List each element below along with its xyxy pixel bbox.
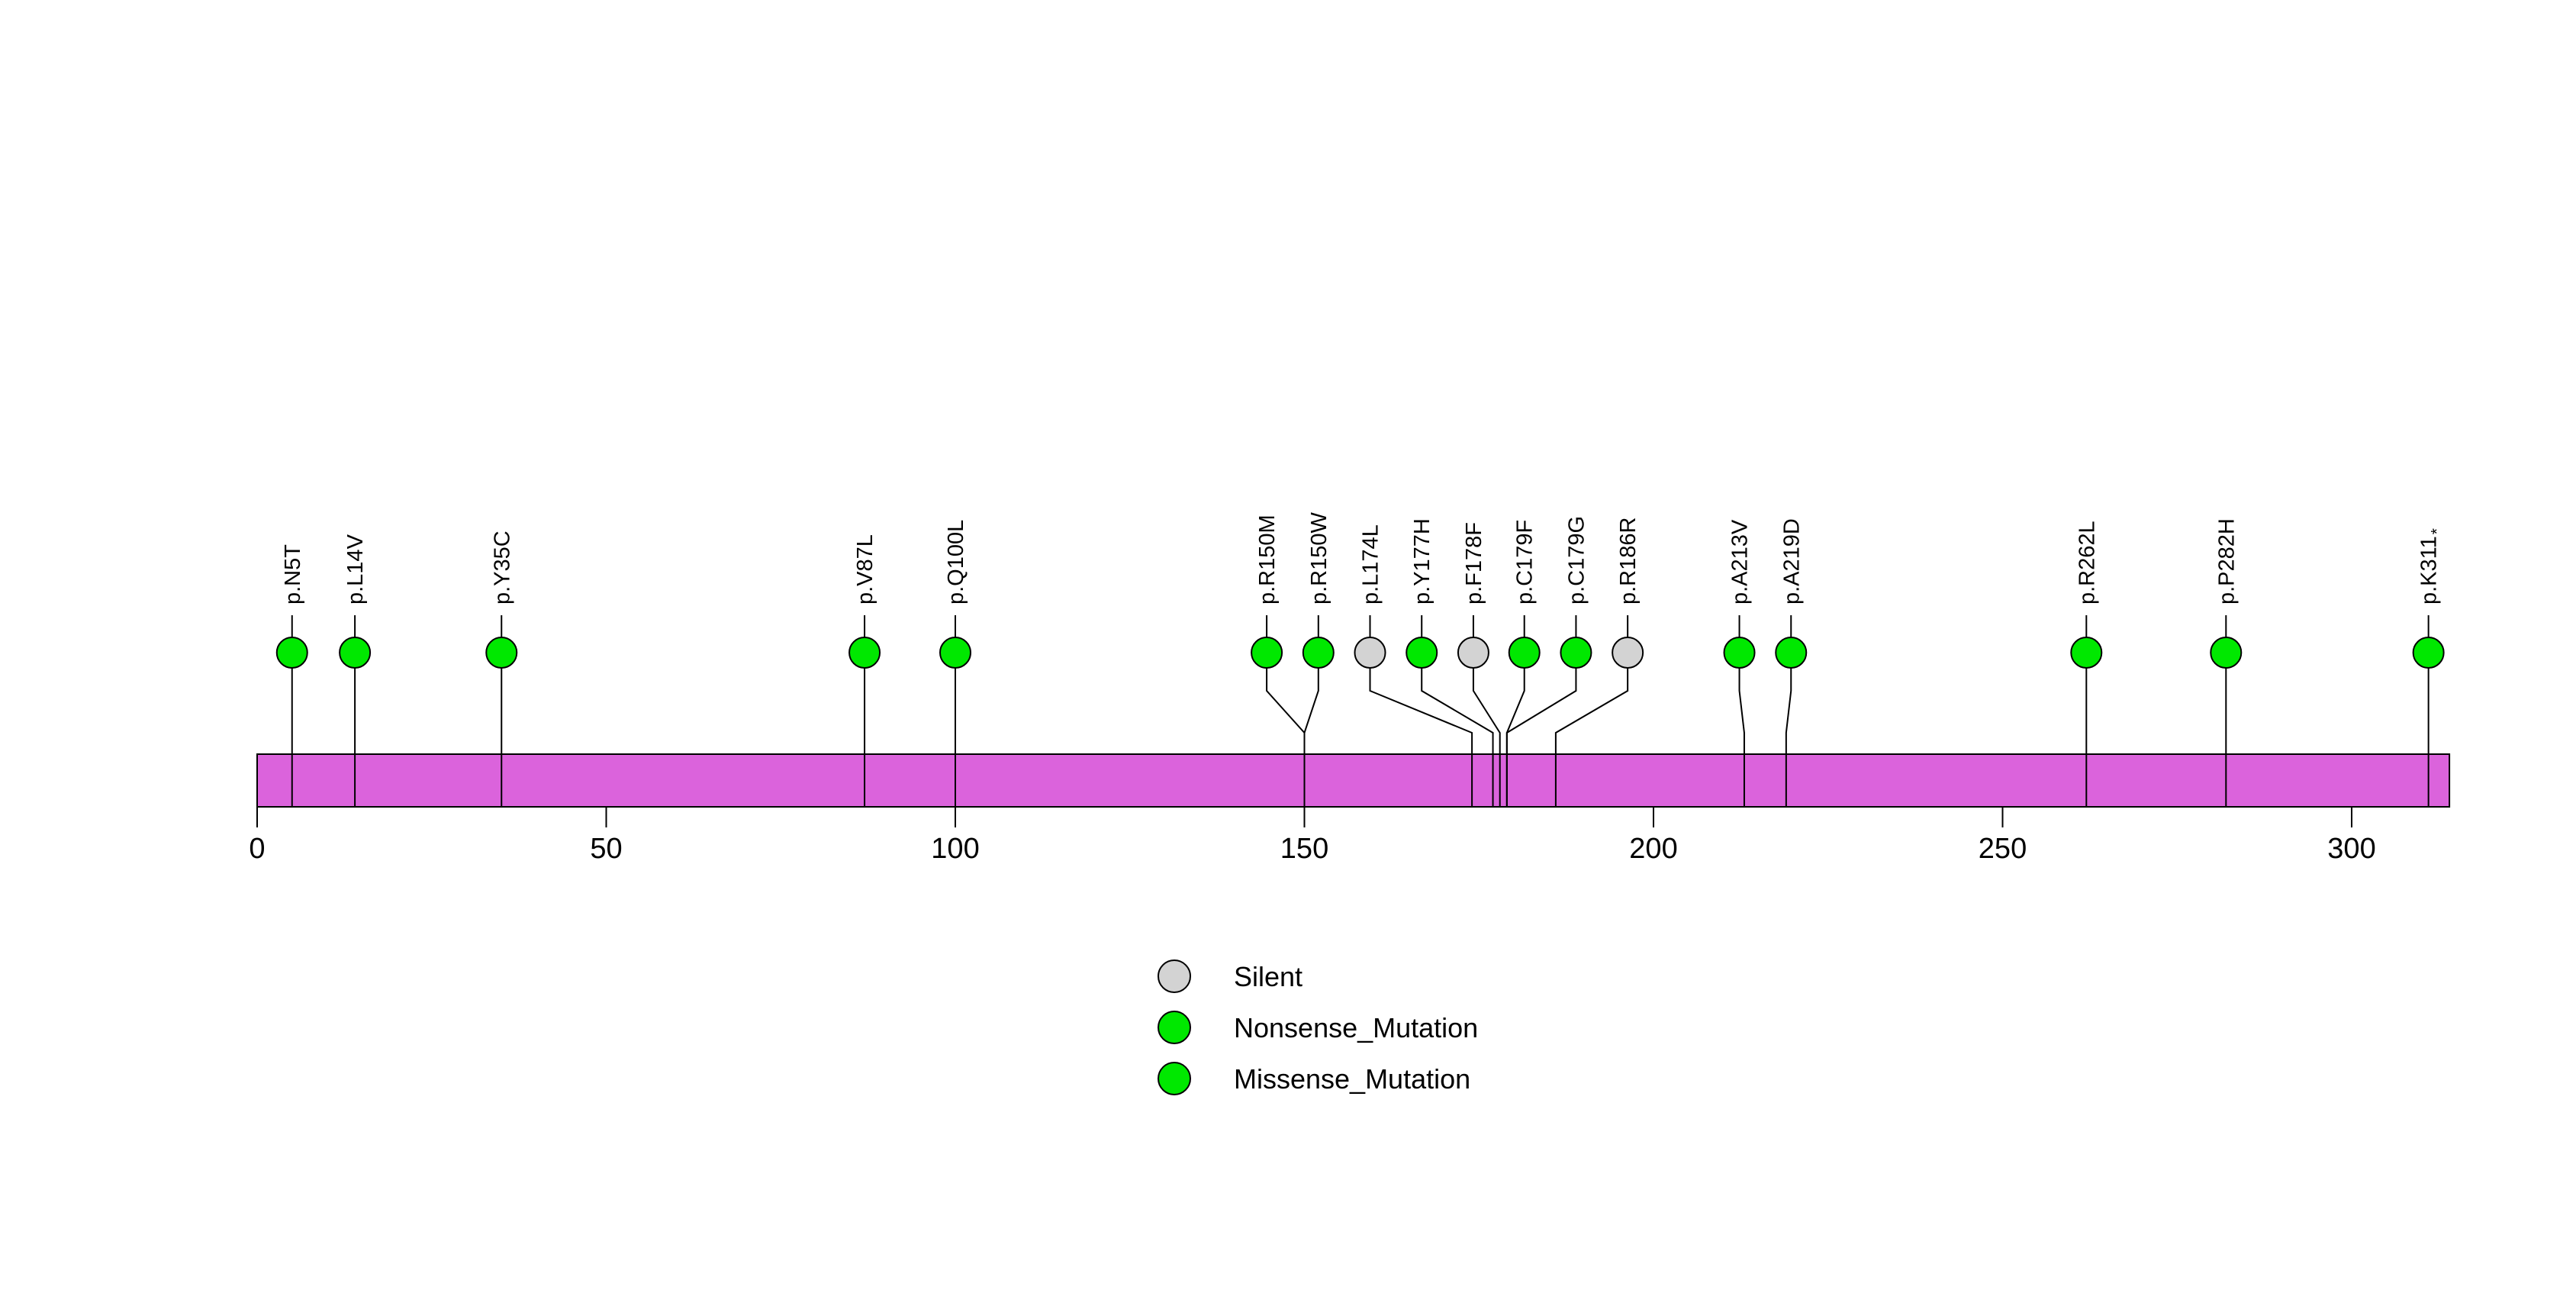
legend-label: Silent xyxy=(1234,961,1302,992)
mutation-circle xyxy=(939,637,971,669)
mutation-circle xyxy=(1251,637,1283,669)
axis-tick-label: 200 xyxy=(1629,833,1677,865)
axis-tick-label: 250 xyxy=(1979,833,2027,865)
mutation-label: p.K311* xyxy=(2417,528,2446,605)
mutation-circle xyxy=(1723,637,1756,669)
mutation-circle xyxy=(1508,637,1541,669)
mutation-label: p.Y35C xyxy=(490,531,514,605)
mutation-circle xyxy=(1302,637,1335,669)
mutation-circle xyxy=(1457,637,1489,669)
mutation-circle xyxy=(1354,637,1386,669)
mutation-label: p.R150W xyxy=(1307,511,1331,605)
mutation-circle xyxy=(339,637,372,669)
mutation-label: p.F178F xyxy=(1462,522,1486,605)
legend-swatch-circle xyxy=(1158,1011,1191,1044)
mutation-label: p.L174L xyxy=(1359,524,1383,605)
lollipop-stick xyxy=(1785,668,1792,807)
mutation-label: p.L14V xyxy=(343,534,368,605)
lollipop-stick xyxy=(1738,668,1745,807)
mutation-label: p.C179G xyxy=(1564,516,1589,605)
mutation-label: p.R186R xyxy=(1616,518,1641,605)
legend-swatch-circle xyxy=(1158,959,1191,993)
mutation-label: p.V87L xyxy=(853,534,877,605)
legend-swatch-circle xyxy=(1158,1062,1191,1095)
mutation-label: p.A219D xyxy=(1779,518,1804,605)
mutation-circle xyxy=(275,637,308,669)
mutation-label: p.P282H xyxy=(2214,518,2239,605)
legend-label: Nonsense_Mutation xyxy=(1234,1012,1478,1043)
protein-domain-bar xyxy=(256,753,2451,808)
lollipop-stick xyxy=(1472,668,1501,807)
mutation-circle xyxy=(485,637,518,669)
lollipop-stick xyxy=(1303,668,1319,807)
axis-tick-label: 0 xyxy=(249,833,265,865)
axis-tick-label: 300 xyxy=(2327,833,2375,865)
axis-tick-label: 100 xyxy=(931,833,979,865)
mutation-label: p.Q100L xyxy=(944,520,968,605)
axis-tick-label: 50 xyxy=(590,833,622,865)
mutation-label: p.C179F xyxy=(1513,520,1538,605)
lollipop-stick xyxy=(1369,668,1473,807)
mutation-circle xyxy=(2210,637,2243,669)
axis-tick-label: 150 xyxy=(1280,833,1328,865)
mutation-circle xyxy=(1406,637,1438,669)
mutation-circle xyxy=(1612,637,1644,669)
mutation-circle xyxy=(1775,637,1808,669)
mutation-label: p.Y177H xyxy=(1410,518,1435,605)
mutation-label: p.N5T xyxy=(281,544,305,605)
mutation-circle xyxy=(2412,637,2445,669)
mutation-label: p.R150M xyxy=(1255,514,1280,605)
mutation-label: p.A213V xyxy=(1728,519,1753,605)
lollipop-stick xyxy=(1505,668,1577,807)
legend-label: Missense_Mutation xyxy=(1234,1063,1470,1095)
lollipop-stick xyxy=(1554,668,1629,807)
mutation-label: p.R262L xyxy=(2075,521,2099,605)
mutation-circle xyxy=(1560,637,1592,669)
mutation-circle xyxy=(848,637,881,669)
lollipop-stick xyxy=(1421,668,1494,807)
mutation-circle xyxy=(2070,637,2103,669)
